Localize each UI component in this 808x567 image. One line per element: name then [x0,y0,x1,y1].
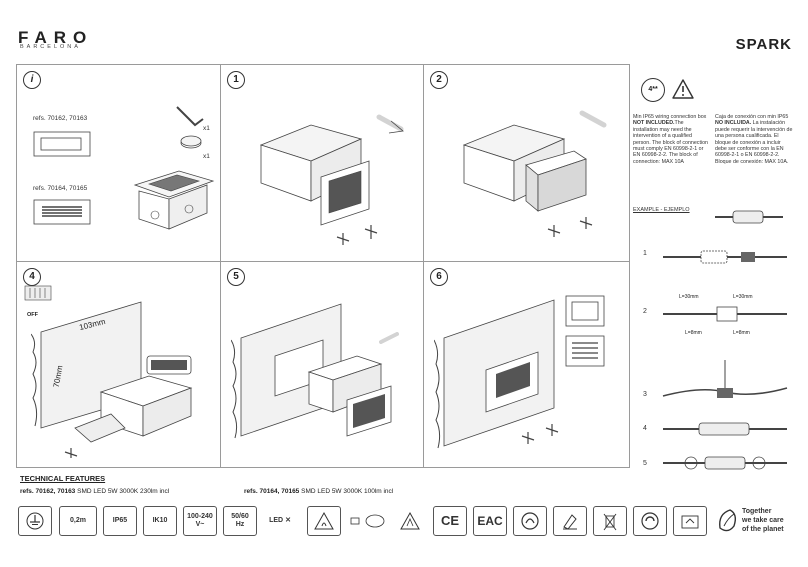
panel-step-4: 4 OFF 103mm 70mm [17,262,220,467]
wiring-illustration [462,110,607,237]
refs-label: refs. 70162, 70163 [33,115,88,122]
panel-number: 5 [227,268,245,286]
fire-safe-icon [307,506,341,536]
planet-icon [716,506,740,536]
strip-length-label: L=30mm [679,294,699,300]
green-dot-icon [633,506,667,536]
step-badge: 4** [641,78,665,102]
recycle-box-icon [673,506,707,536]
grid-divider [220,65,221,467]
rapid-service-icon [347,506,387,536]
min-distance-icon: 0,2m [59,506,97,536]
panel-number: i [23,71,41,89]
strip-length-label: L=30mm [733,294,753,300]
product-name: SPARK [735,36,792,53]
off-label: OFF [27,312,38,318]
strip-length-label: L=8mm [733,330,750,336]
quantity-label: x1 [203,125,210,132]
example-step-4-illustration [663,422,787,436]
recessed-box-illustration [133,170,215,230]
warning-icon [672,79,694,99]
instruction-grid: i refs. 70162, 70163 refs. 70164, 70165 … [16,64,630,468]
class-i-earth-icon [18,506,52,536]
wall-wiring-illustration [31,301,193,458]
eac-mark-icon: EAC [473,506,507,536]
connector-illustration [715,210,783,224]
off-switch-icon [24,285,52,301]
ce-mark-icon: CE [433,506,467,536]
disassembly-illustration [259,114,404,245]
panel-step-1: 1 [221,65,423,261]
example-heading: EXAMPLE - EJEMPLO [633,207,690,213]
panel-info: i refs. 70162, 70163 refs. 70164, 70165 … [17,65,220,261]
example-step-2-illustration [663,306,787,322]
fixture-louvre-icon [33,199,91,225]
planet-slogan: Together we take care of the planet [742,508,784,533]
esd-warning-icon [393,506,427,536]
brand-logo: FARO [18,28,94,47]
ik-rating-badge: IK10 [143,506,177,536]
example-step-number: 3 [643,391,647,398]
example-step-1-illustration [663,250,787,264]
tech-spec-line: refs. 70164, 70165 SMD LED 5W 3000K 100l… [244,488,394,495]
refs-label: refs. 70164, 70165 [33,185,88,192]
panel-step-2: 2 [424,65,629,261]
example-step-number: 4 [643,425,647,432]
panel-number: 1 [227,71,245,89]
example-step-number: 5 [643,460,647,467]
technical-features-title: TECHNICAL FEATURES [20,474,106,483]
brand-subtitle: BARCELONA [20,44,81,50]
panel-number: 4 [23,268,41,286]
finished-install-illustration [434,295,605,449]
note-spanish: Caja de conexión con min IP65 NO INCLUID… [715,114,793,165]
panel-step-6: 6 [424,262,629,467]
panel-number: 6 [430,268,448,286]
grid-divider [17,261,629,262]
insert-box-illustration [231,303,399,439]
fixture-front-icon [33,131,91,157]
example-step-3-illustration [662,360,788,398]
weee-bin-icon [593,506,627,536]
ip-rating-badge: IP65 [103,506,137,536]
example-step-number: 1 [643,250,647,257]
example-step-5-illustration [663,456,787,470]
led-non-replaceable-icon: LED✕ [269,517,291,524]
manual-icon [553,506,587,536]
strip-length-label: L=8mm [685,330,702,336]
recycle-symbol-icon [513,506,547,536]
quantity-label: x1 [203,153,210,160]
note-english: Min IP65 wiring connection box NOT INCLU… [633,114,708,165]
connection-box-column: 4** Min IP65 wiring connection box NOT I… [633,64,793,470]
panel-step-5: 5 [221,262,423,467]
example-step-number: 2 [643,308,647,315]
panel-number: 2 [430,71,448,89]
tech-spec-line: refs. 70162, 70163 SMD LED 5W 3000K 230l… [20,488,170,495]
hex-key-icon [176,106,204,149]
grid-divider [423,65,424,467]
